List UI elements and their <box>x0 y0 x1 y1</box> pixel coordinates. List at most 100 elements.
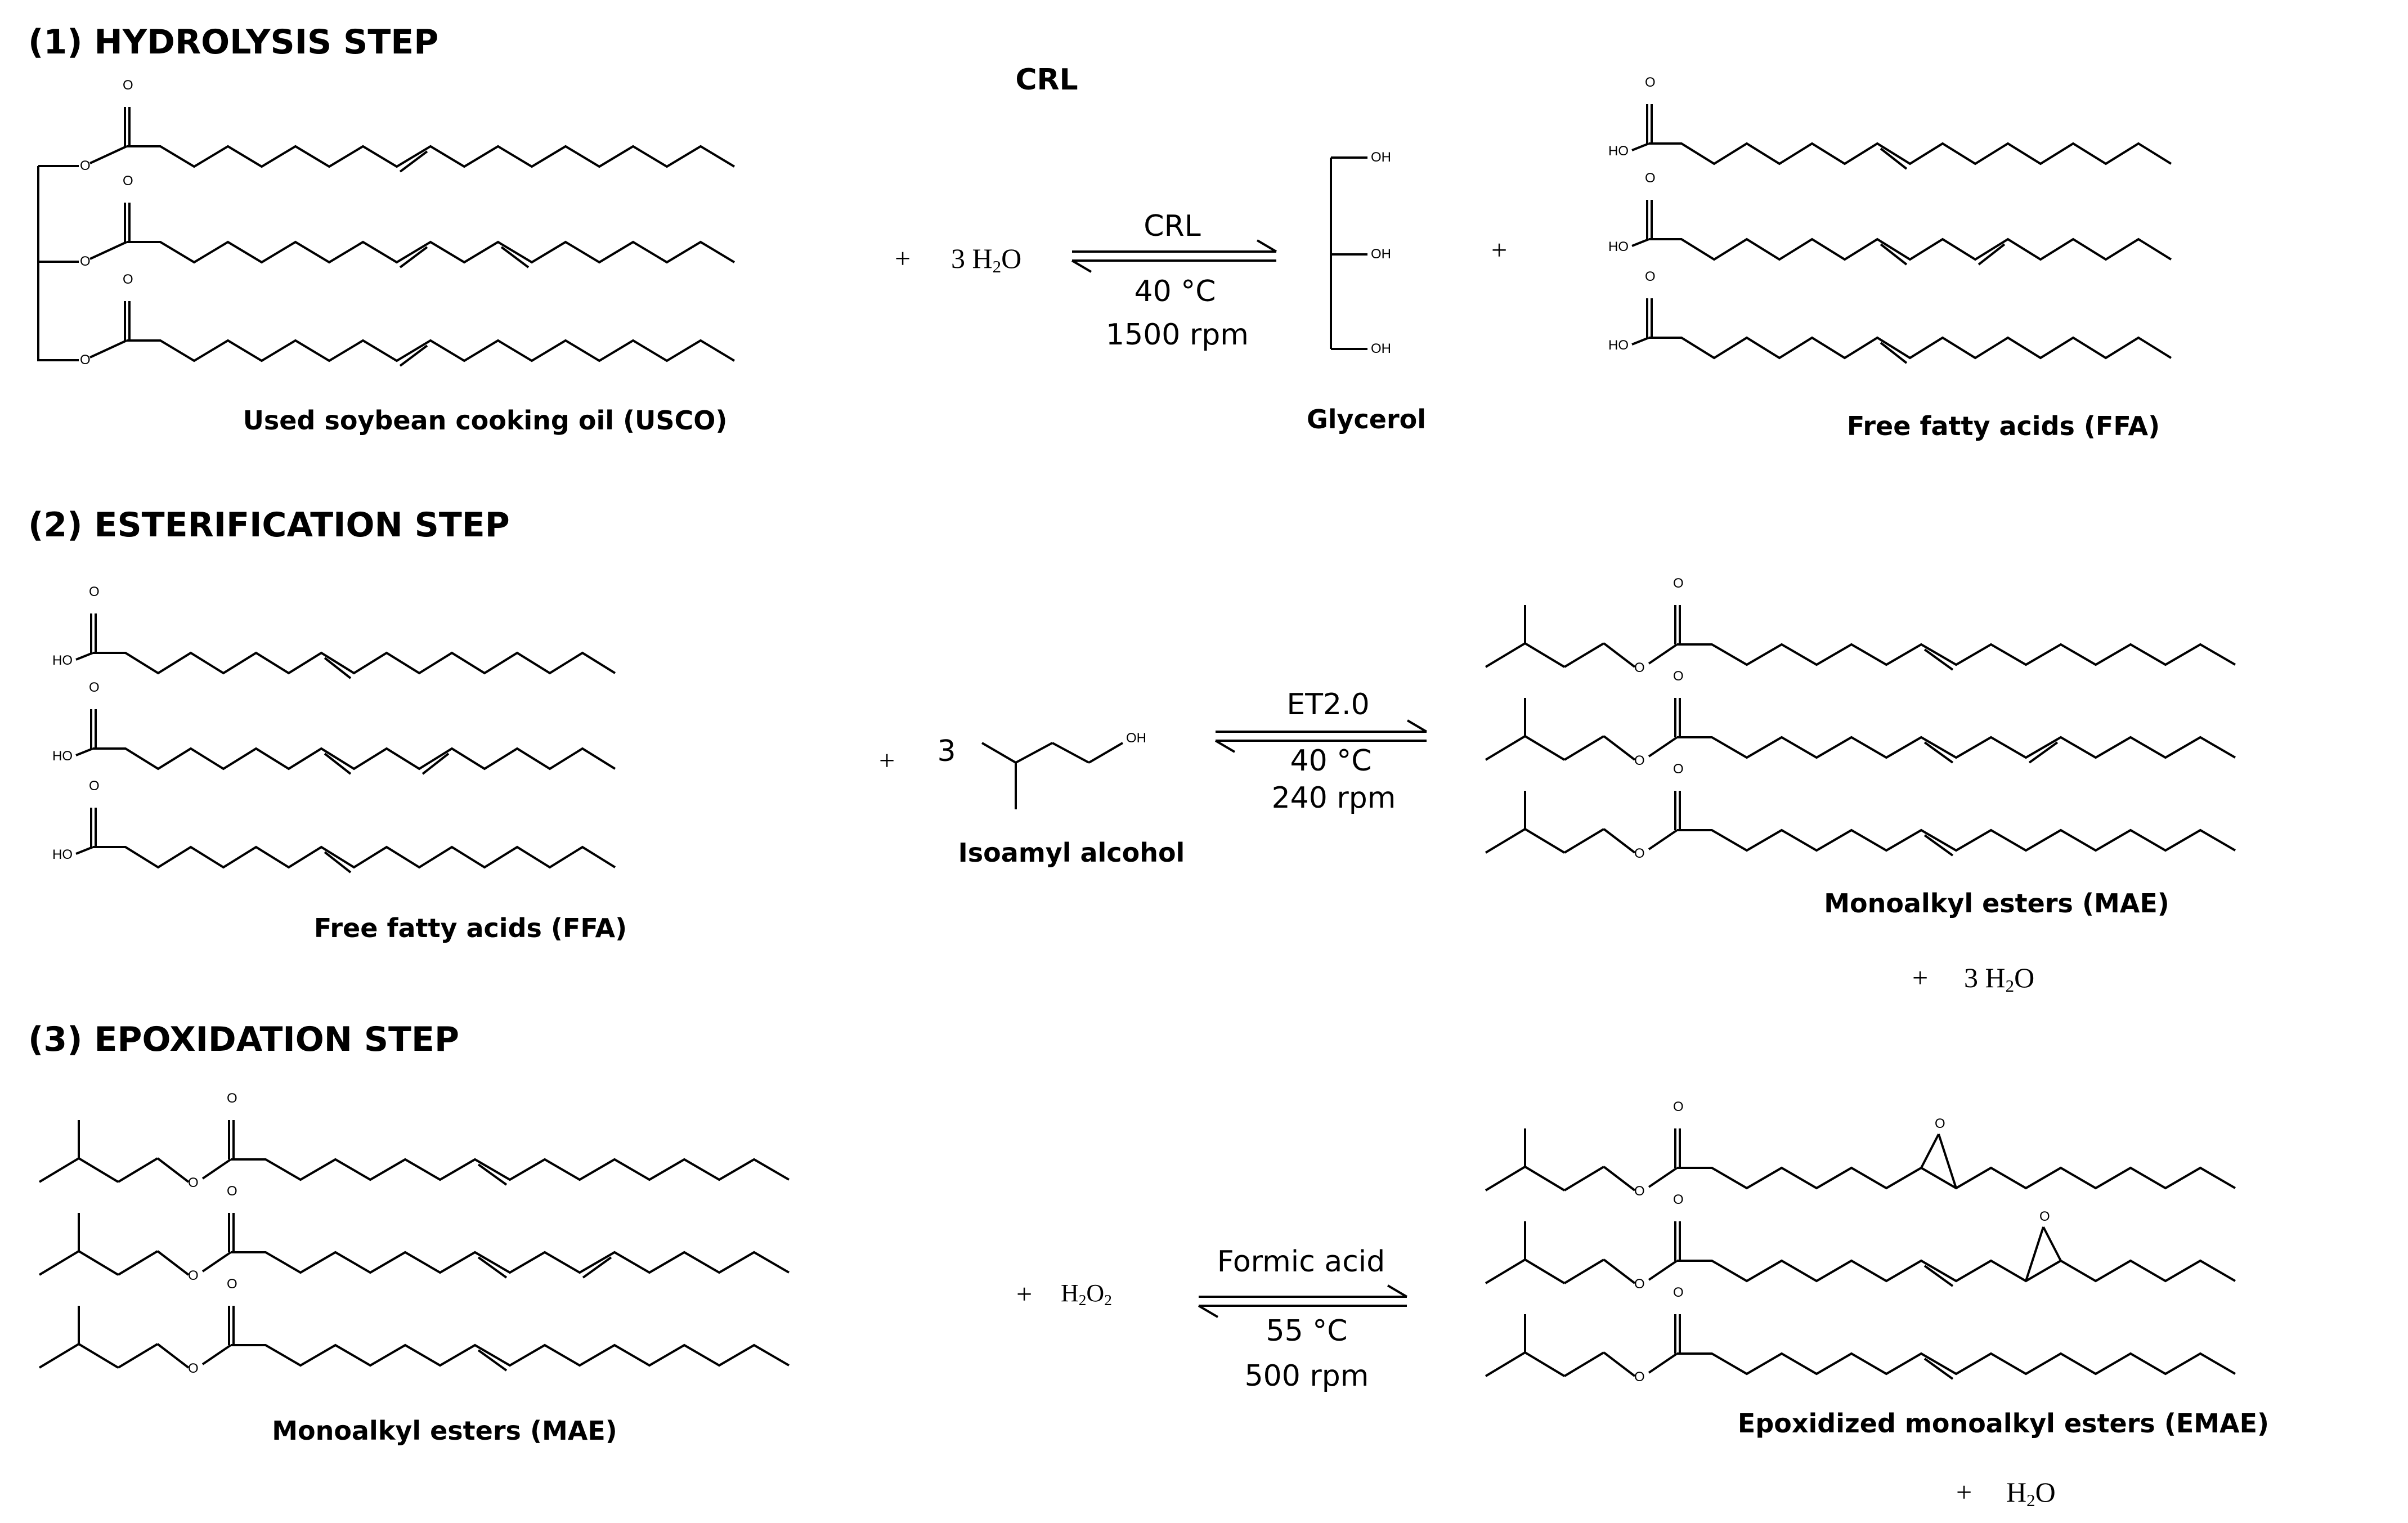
step2-catalyst: ET2.0 <box>1286 688 1370 722</box>
hydroxyl-group: OH <box>1126 731 1146 746</box>
epoxide-oxygen: O <box>1935 1116 1945 1131</box>
double-bond <box>324 657 352 679</box>
ffa-chain <box>93 845 616 869</box>
epoxide-oxygen: O <box>2039 1209 2050 1224</box>
ester-oxygen: O <box>80 352 91 368</box>
mae-chain <box>1677 828 2236 852</box>
ester-oxygen: O <box>188 1361 199 1376</box>
bond <box>1524 735 1566 761</box>
oxygen-atom: O <box>227 1184 237 1199</box>
double-bond <box>1923 1265 1954 1287</box>
oxygen-atom: O <box>1673 576 1684 591</box>
hydroxyl-group: HO <box>1608 338 1629 353</box>
fatty-acid-chain <box>127 240 736 264</box>
step2-product-label: Monoalkyl esters (MAE) <box>1824 888 2169 919</box>
double-bond <box>477 1256 508 1279</box>
bond <box>981 742 1017 764</box>
double-bond <box>399 150 428 173</box>
bond <box>1485 1351 1526 1377</box>
bond <box>1485 1166 1526 1191</box>
bond <box>1648 829 1678 850</box>
step1-product1-label: Glycerol <box>1306 404 1427 434</box>
hydroxyl-group: HO <box>52 653 73 668</box>
step1-catalyst: CRL <box>1144 209 1201 243</box>
bond <box>1524 1166 1566 1191</box>
epoxide-bond <box>1938 1134 1957 1189</box>
step2-number: (2) <box>28 505 83 545</box>
bond <box>1631 142 1649 151</box>
double-bond <box>1880 243 1908 266</box>
bond <box>89 145 127 164</box>
bond <box>117 1343 159 1369</box>
bond <box>117 1250 159 1276</box>
step3-temperature: 55 °C <box>1266 1314 1348 1348</box>
ester-oxygen: O <box>1634 1369 1645 1385</box>
bond <box>1485 735 1526 761</box>
double-bond <box>1923 741 1954 764</box>
step2-temperature: 40 °C <box>1290 744 1372 778</box>
bond <box>78 1250 119 1276</box>
ester-oxygen: O <box>80 254 91 269</box>
step1-number: (1) <box>28 23 83 62</box>
oxygen-atom: O <box>89 584 100 599</box>
double-bond <box>399 246 428 268</box>
hydroxyl-group: HO <box>1608 144 1629 159</box>
bond <box>1563 1351 1605 1377</box>
ester-oxygen: O <box>188 1268 199 1283</box>
oxygen-atom: O <box>1673 1192 1684 1207</box>
bond <box>117 1157 159 1183</box>
bond <box>1603 735 1636 761</box>
double-bond <box>1880 342 1908 364</box>
mae-chain <box>231 1343 790 1367</box>
step3-catalyst: Formic acid <box>1217 1245 1385 1279</box>
oxygen-atom: O <box>227 1276 237 1292</box>
bond <box>1485 828 1526 854</box>
bond <box>1485 1258 1526 1284</box>
step3-water-h: H <box>2006 1476 2027 1508</box>
step1-water-o: O <box>1001 243 1022 274</box>
ester-oxygen: O <box>80 158 91 173</box>
ester-oxygen: O <box>1634 660 1645 675</box>
step2-reactant-label: Free fatty acids (FFA) <box>313 913 627 943</box>
step2-heading: (2) ESTERIFICATION STEP <box>28 505 510 545</box>
bond <box>1603 1351 1636 1377</box>
step2-reagent-label: Isoamyl alcohol <box>958 837 1185 868</box>
step2-reagent-coef: 3 <box>937 734 956 768</box>
bond <box>1563 642 1605 668</box>
double-bond <box>324 851 352 874</box>
step1-water-h: H <box>972 243 993 274</box>
bond <box>1603 828 1636 854</box>
bond <box>1631 238 1649 247</box>
step3-arrow-reverse-head <box>1198 1305 1219 1318</box>
step3-reactant-label: Monoalkyl esters (MAE) <box>272 1416 617 1446</box>
double-bond <box>477 1163 508 1186</box>
bond <box>1015 742 1053 764</box>
step1-reactant-label: Used soybean cooking oil (USCO) <box>243 405 728 436</box>
step1-plus-1: + <box>895 243 911 274</box>
epoxide-bond <box>2042 1226 2062 1261</box>
step3-arrow-forward-head <box>1387 1284 1408 1298</box>
oxygen-atom: O <box>1673 1099 1684 1114</box>
step1-reagent-water: 3 H2O <box>951 242 1021 277</box>
step3-water-sub: 2 <box>2026 1490 2035 1510</box>
double-bond <box>399 344 428 367</box>
bond <box>89 241 127 260</box>
bond <box>1524 1258 1566 1284</box>
bond <box>156 1157 190 1183</box>
step2-title: ESTERIFICATION STEP <box>94 505 510 545</box>
oxygen-atom: O <box>123 78 133 93</box>
mae-chain <box>1677 736 2236 759</box>
oxygen-atom: O <box>1673 669 1684 684</box>
double-bond <box>421 752 450 775</box>
bond <box>38 1157 80 1183</box>
double-bond <box>2028 741 2059 764</box>
step1-speed: 1500 rpm <box>1106 318 1249 352</box>
oxygen-atom: O <box>123 173 133 189</box>
bond <box>38 1343 80 1369</box>
oxygen-atom: O <box>1645 269 1656 284</box>
fatty-acid-chain <box>127 339 736 362</box>
step3-plus-2: + <box>1956 1476 1972 1508</box>
ester-oxygen: O <box>1634 846 1645 861</box>
bond <box>1524 642 1566 668</box>
emae-chain <box>1677 1259 2236 1283</box>
